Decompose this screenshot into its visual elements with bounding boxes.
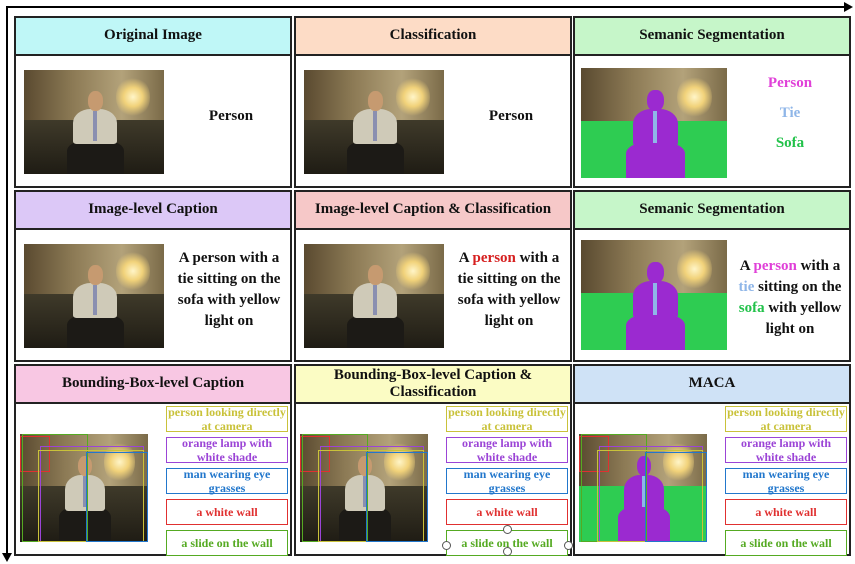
selection-handle-left[interactable] [442,541,451,550]
bbox-rect-blue [86,452,148,542]
right-arrow-icon [844,2,853,12]
panel-segmentation-caption: Semanic Segmentation A person with a tie… [573,190,851,362]
bbox-item-person: person looking directly at camera [446,405,568,433]
highlight-tie: tie [738,279,755,295]
segmentation-photo [581,68,727,178]
seg-label-person: Person [767,75,813,91]
bbox-rect-blue [645,452,707,542]
panel-title: Bounding-Box-level Caption & Classificat… [296,366,570,404]
bbox-rect-red [20,436,50,472]
selection-handle-bottom[interactable] [503,547,512,556]
bbox-item-slide: a slide on the wall [725,530,847,556]
panel-maca: MACA person looking directly at camera o… [573,364,851,556]
bbox-item-lamp: orange lamp with white shade [725,436,847,464]
panel-image-caption-classification: Image-level Caption & Classification A p… [294,190,572,362]
bbox-item-glasses: man wearing eye grasses [166,467,288,495]
classification-photo [304,70,444,174]
maca-photo [579,434,707,542]
panel-title: Classification [296,18,570,56]
class-label: Person [488,108,534,124]
panel-semantic-segmentation: Semanic Segmentation Person Tie Sofa [573,16,851,188]
highlight-sofa: sofa [738,300,765,316]
seg-label-tie: Tie [779,105,801,121]
bbox-item-wall: a white wall [446,499,568,525]
bbox-item-wall: a white wall [725,499,847,525]
bbox-item-person: person looking directly at camera [166,405,288,433]
highlight-person: person [472,250,516,266]
bbox-item-glasses: man wearing eye grasses [446,467,568,495]
bbox-item-glasses: man wearing eye grasses [725,467,847,495]
panel-original-image: Original Image Person [14,16,292,188]
bbox-item-person: person looking directly at camera [725,405,847,433]
selection-handle-right[interactable] [564,541,573,550]
bbox-rect-red [300,436,330,472]
bbox-item-slide: a slide on the wall [166,530,288,556]
panel-bbox-caption: Bounding-Box-level Caption person lookin… [14,364,292,556]
caption-cls-photo [304,244,444,348]
panel-classification: Classification Person [294,16,572,188]
panel-bbox-caption-classification: Bounding-Box-level Caption & Classificat… [294,364,573,556]
bbox-rect-red [579,436,609,472]
panel-title: Original Image [16,18,290,56]
panel-title: Image-level Caption & Classification [296,192,570,230]
panel-title: MACA [575,366,849,404]
seg-label-sofa: Sofa [775,135,805,151]
bbox-item-lamp: orange lamp with white shade [446,436,568,464]
panel-image-level-caption: Image-level Caption A person with a tie … [14,190,292,362]
bbox-photo [20,434,148,542]
panel-title: Semanic Segmentation [575,18,849,56]
bbox-item-wall: a white wall [166,499,288,525]
panel-title: Semanic Segmentation [575,192,849,230]
image-caption: A person with a tie sitting on the sofa … [177,250,281,329]
segmentation-caption: A person with a tie sitting on the sofa … [738,258,842,337]
segmentation-caption-photo [581,240,727,350]
image-caption-cls: A person with a tie sitting on the sofa … [457,250,561,329]
class-label: Person [208,108,254,124]
vertical-axis-line [6,6,8,556]
horizontal-axis-line [6,6,848,8]
highlight-person: person [753,258,797,274]
bbox-rect-blue [366,452,428,542]
down-arrow-icon [2,553,12,562]
selection-handle-top[interactable] [503,525,512,534]
caption-photo [24,244,164,348]
panel-title: Image-level Caption [16,192,290,230]
original-photo [24,70,164,174]
bbox-item-lamp: orange lamp with white shade [166,436,288,464]
panel-title: Bounding-Box-level Caption [16,366,290,404]
bbox-cls-photo [300,434,428,542]
